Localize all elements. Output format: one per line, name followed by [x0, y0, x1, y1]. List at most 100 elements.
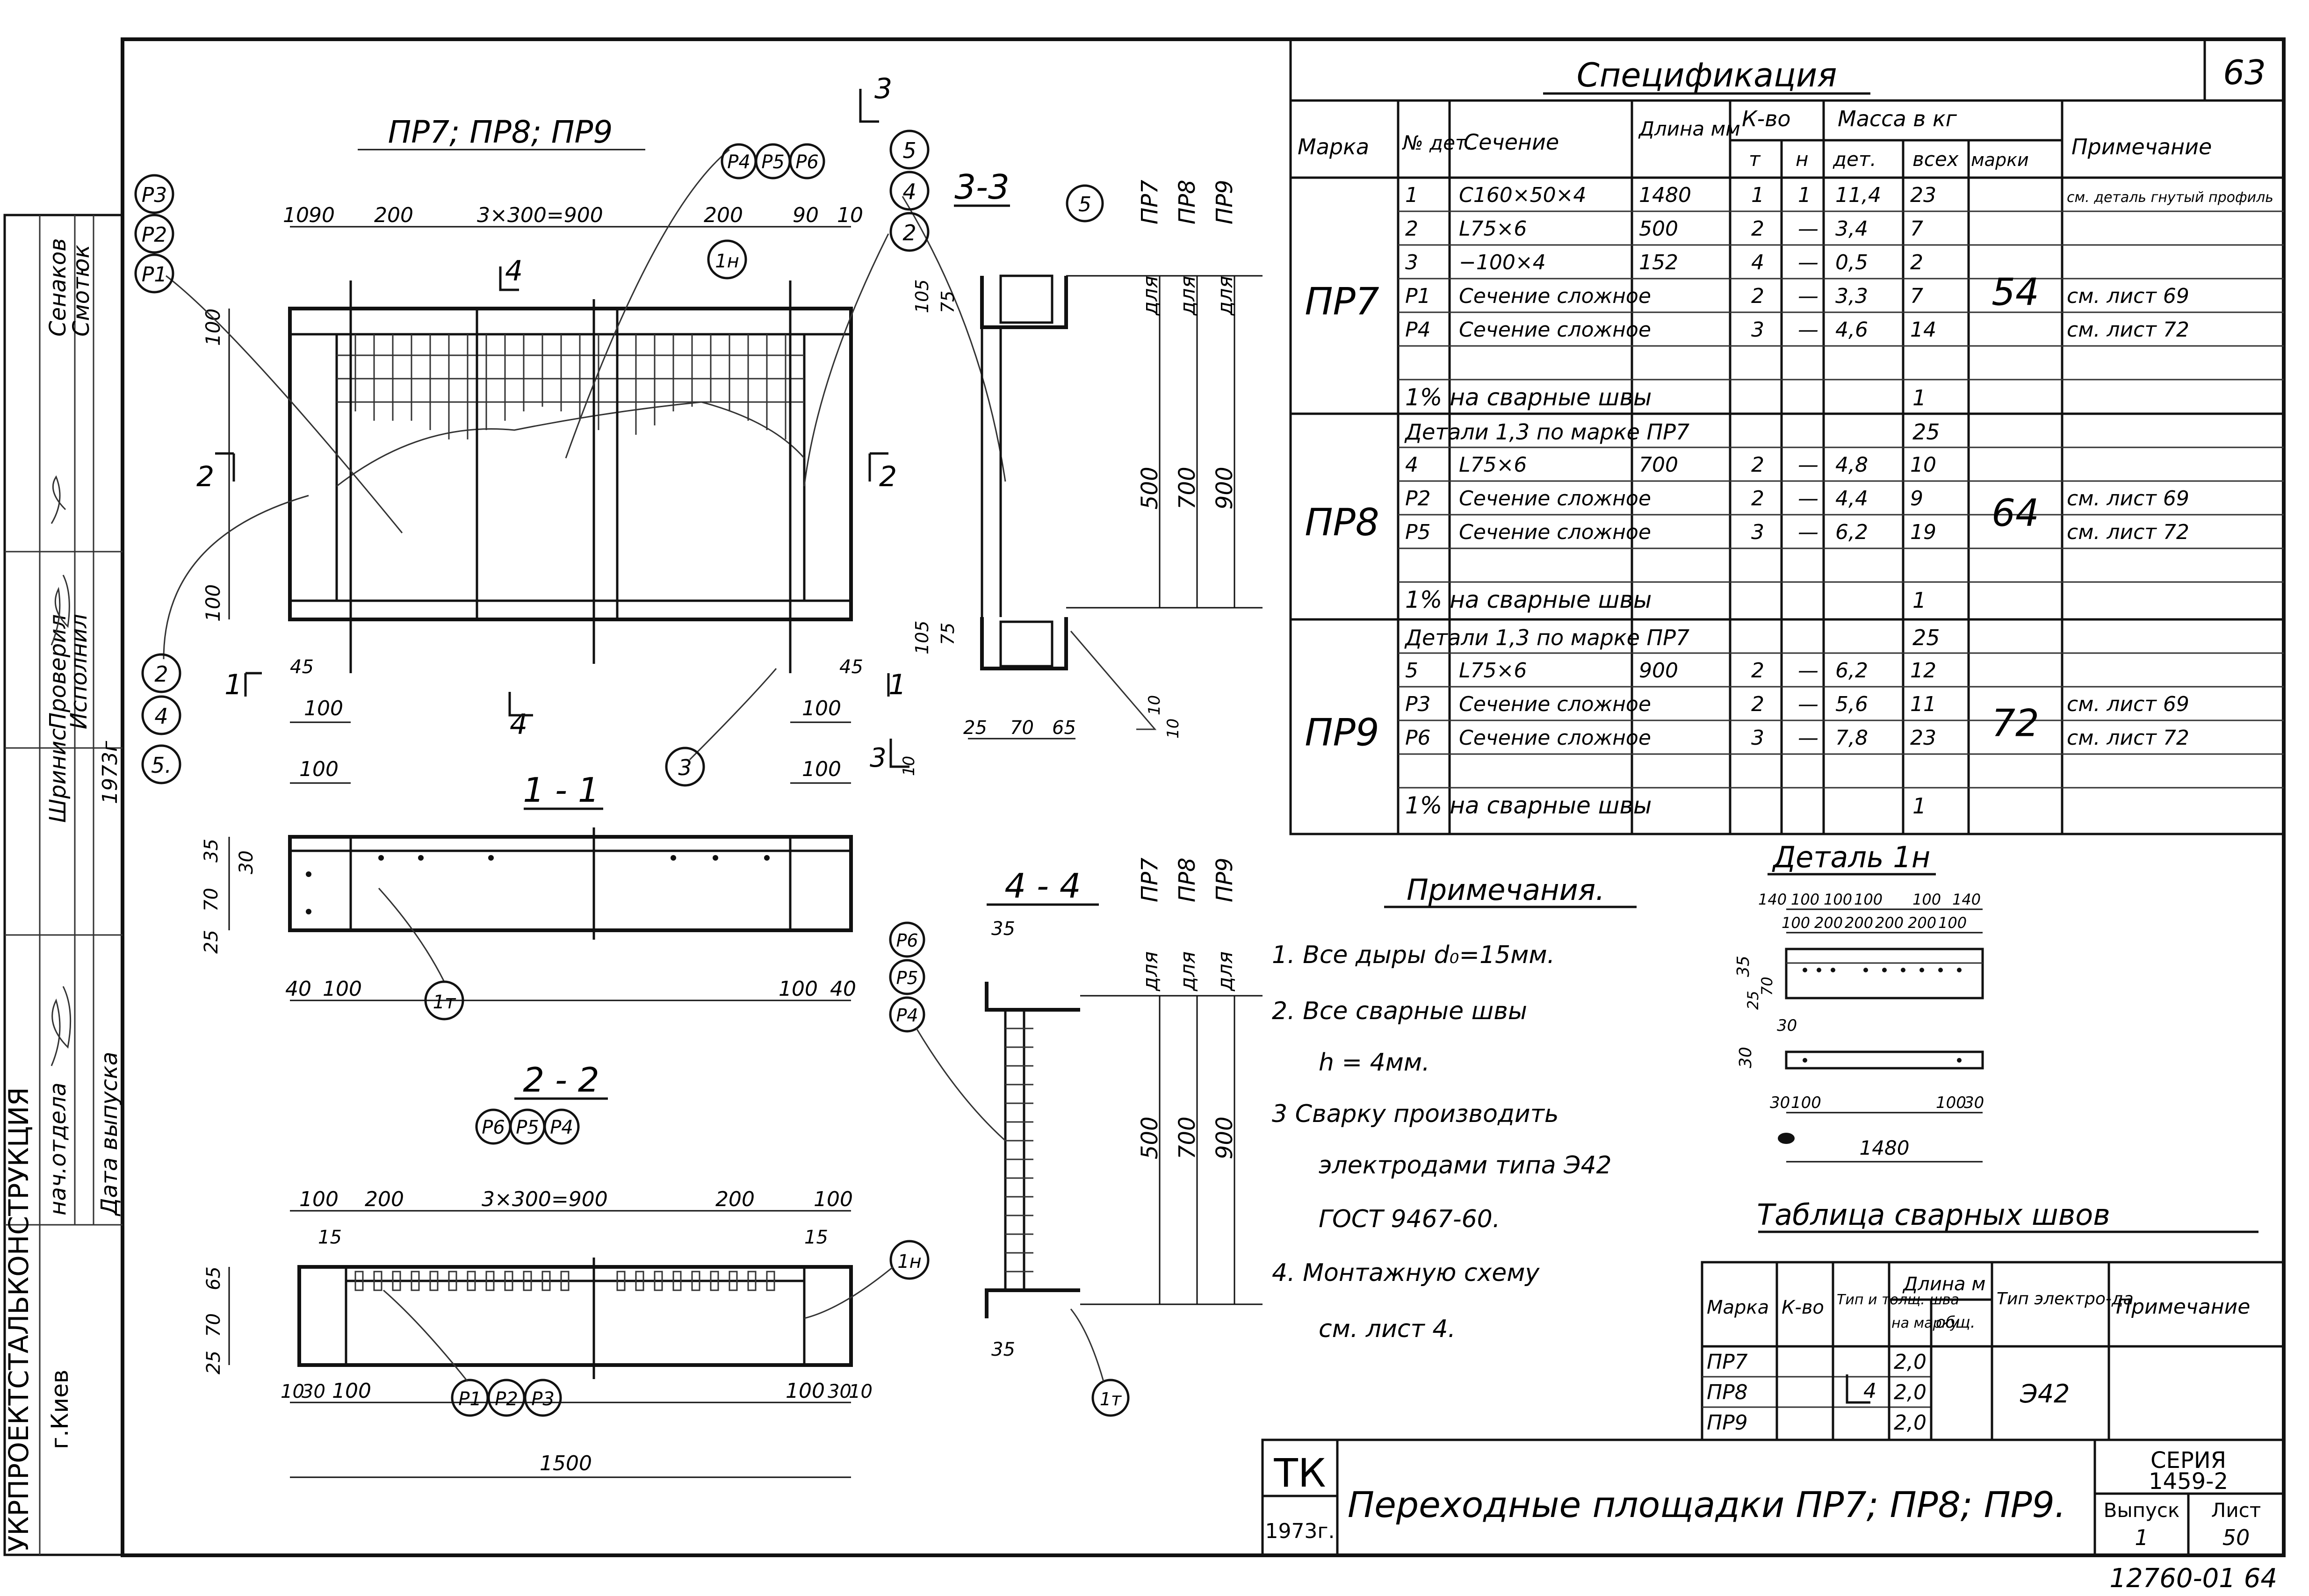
s22-dim-left-0: 65 [203, 1266, 224, 1290]
sheet-number: 63 [2223, 53, 2266, 92]
s22-balloon-P2: P2 [495, 1388, 518, 1410]
spec-h-mark: Марка [1298, 134, 1369, 159]
spec-h-mass-mark: марки [1971, 150, 2029, 170]
spec-h-qty: К-во [1742, 106, 1791, 131]
mv-dim-bottom-3: 100 [802, 697, 841, 720]
detail-d1-3: 100 [1854, 891, 1883, 908]
main-title: ПР7; ПР8; ПР9 [388, 114, 613, 150]
stamp-city: г.Киев [46, 1370, 73, 1449]
stamp-org: УКРПРОЕКТСТАЛЬКОНСТРУКЦИЯ [3, 1087, 35, 1552]
s22-dim-top-2: 3×300=900 [482, 1187, 608, 1211]
s33-mark-0: ПР7 [1137, 180, 1163, 224]
spec-cell-2-1-1: Сечение сложное [1459, 692, 1651, 716]
weld-electrode: Э42 [2020, 1379, 2070, 1409]
tb-year: 1973г. [1265, 1519, 1335, 1543]
spec-h-qty-n: н [1796, 148, 1808, 171]
signature-2 [51, 475, 66, 524]
spec-cell-0-0-0: 1 [1405, 183, 1418, 207]
spec-cell-1-1-4: — [1798, 487, 1818, 510]
s44-dim-bottom: 35 [991, 1339, 1015, 1360]
notes-line-1: 2. Все сварные швы [1272, 997, 1527, 1025]
detail-left-0: 35 [1734, 956, 1753, 977]
spec-h-no: № дет. [1402, 131, 1473, 154]
spec-cell-1-2-4: — [1798, 520, 1818, 544]
spec-welds-1: 1% на сварные швы [1405, 586, 1652, 613]
spec-cell-0-4-6: 14 [1910, 318, 1936, 342]
detail-d1-4: 100 [1912, 891, 1941, 908]
s22-title: 2 - 2 [523, 1060, 599, 1100]
notes-line-3: 3 Сварку производить [1272, 1100, 1559, 1128]
spec-cell-1-0-1: L75×6 [1459, 453, 1527, 477]
mv-balloon-P5: P5 [761, 151, 785, 173]
mv-dim-bottom-1: 100 [304, 697, 343, 720]
weld-row-mark-0: ПР7 [1707, 1350, 1748, 1374]
spec-cell-0-2-5: 0,5 [1835, 251, 1868, 274]
spec-cell-0-2-2: 152 [1639, 251, 1678, 274]
s22-dim-top-3: 200 [715, 1187, 755, 1211]
spec-cell-1-0-3: 2 [1751, 453, 1764, 477]
spec-cell-0-0-1: С160×50×4 [1459, 183, 1586, 207]
spec-cell-1-0-0: 4 [1405, 453, 1418, 477]
spec-cell-0-4-1: Сечение сложное [1459, 318, 1651, 342]
s33-mark-2: ПР9 [1212, 180, 1238, 224]
spec-cell-2-0-6: 12 [1910, 659, 1936, 683]
s22-dim-bottom-1: 30 [302, 1381, 325, 1402]
s44-for-1: для [1176, 951, 1200, 992]
signature-0 [51, 575, 70, 646]
notes-line-7: см. лист 4. [1319, 1315, 1456, 1343]
detail-d1-1: 100 [1791, 891, 1819, 908]
weld-title: Таблица сварных швов [1757, 1198, 2110, 1232]
s22-dim-bottom-5: 10 [849, 1381, 873, 1402]
s22-dim-bottom-4: 30 [828, 1381, 851, 1402]
spec-h-mass-all: всех [1912, 148, 1959, 171]
spec-h-qty-t: т [1749, 148, 1761, 171]
mv-dim-top-3: 3×300=900 [477, 203, 603, 227]
spec-cell-2-1-3: 2 [1751, 692, 1764, 716]
main-balloons: P3 P2 P1 P4 P5 P6 5 4 2 1н 2 4 5. 3 [134, 129, 930, 787]
spec-cell-0-3-4: — [1798, 284, 1818, 308]
detail-d2-3: 200 [1875, 914, 1904, 932]
s33-balloon: 5 [1078, 193, 1091, 216]
detail-d2-2: 200 [1845, 914, 1873, 932]
platform-frame [288, 307, 853, 621]
notes: Примечания. 1. Все дыры d₀=15мм. 2. Все … [1272, 873, 1637, 1343]
s44-mark-0: ПР7 [1137, 857, 1163, 902]
s44-for-2: для [1213, 951, 1237, 992]
mv-balloon-5: 5 [902, 138, 916, 163]
mv-balloon-1n: 1н [715, 251, 739, 272]
s44-h-900: 900 [1212, 1116, 1238, 1159]
tb-sheet-label: Лист [2211, 1499, 2261, 1522]
detail-d1-0: 140 [1758, 891, 1787, 908]
s33-cut3: 3 [870, 743, 887, 773]
s11-balloon: 1т [433, 992, 456, 1013]
cut-mark-4-bottom: 4 [510, 708, 527, 741]
spec-cell-1-2-5: 6,2 [1835, 520, 1868, 544]
tb-series-val: 1459-2 [2149, 1468, 2228, 1495]
detail-holes [1803, 968, 1962, 972]
detail-d1-2: 100 [1824, 891, 1852, 908]
spec-cell-2-1-6: 11 [1910, 692, 1936, 716]
grating [336, 334, 805, 487]
s44-balloon-P4: P4 [896, 1005, 918, 1026]
detail-30-top: 30 [1777, 1016, 1797, 1035]
s22-dim-bottom-3: 100 [786, 1379, 825, 1403]
tb-issue-val: 1 [2135, 1525, 2148, 1550]
s22-dim-top-4: 100 [814, 1187, 853, 1211]
weld-h-length: Длина м [1902, 1273, 1985, 1295]
mv-dim-left-0: 100 [202, 309, 224, 346]
detail-d2-4: 200 [1908, 914, 1936, 932]
s11-dim-left-3: 25 [201, 930, 222, 954]
s33-title: 3-3 [954, 167, 1010, 207]
spec-cell-2-2-5: 7,8 [1835, 726, 1868, 750]
s22-dim-top-0: 100 [299, 1187, 339, 1211]
spec-cell-0-1-4: — [1798, 217, 1818, 241]
side-stamp: УКРПРОЕКТСТАЛЬКОНСТРУКЦИЯ г.Киев нач.отд… [3, 214, 124, 1556]
cut-mark-2-right: 2 [879, 460, 897, 493]
detail-d2-1: 200 [1814, 914, 1843, 932]
spec-details-2: Детали 1,3 по марке ПР7 [1404, 625, 1689, 650]
notes-title: Примечания. [1407, 873, 1605, 907]
weld-h-mark: Марка [1707, 1297, 1769, 1318]
weld-h-length-mark: на марку [1891, 1315, 1959, 1331]
detail-overall: 1480 [1860, 1136, 1910, 1159]
